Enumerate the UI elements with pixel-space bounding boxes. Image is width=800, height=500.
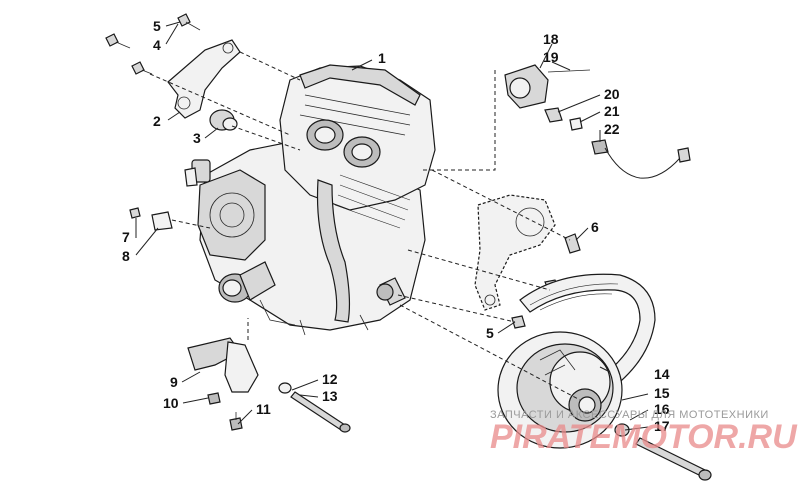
engine-assembly — [184, 64, 436, 336]
callout-20: 20 — [604, 86, 620, 102]
callout-22: 22 — [604, 121, 620, 137]
engine-mount-bracket-upper — [167, 39, 241, 119]
spacer-bushing — [209, 109, 238, 131]
callout-16: 16 — [654, 401, 670, 417]
callout-6: 6 — [591, 219, 599, 235]
callout-17: 17 — [654, 418, 670, 434]
watermark-logo: PIRATEMOTOR.RU — [490, 418, 798, 456]
callout-2: 2 — [153, 113, 161, 129]
callout-5-bottom: 5 — [486, 325, 494, 341]
callout-11: 11 — [256, 401, 271, 417]
callout-14: 14 — [654, 366, 670, 382]
watermark-tagline: ЗАПЧАСТИ И АКСЕССУАРЫ ДЛЯ МОТОТЕХНИКИ — [490, 409, 769, 421]
callout-7: 7 — [122, 229, 130, 245]
callout-15: 15 — [654, 385, 670, 401]
callout-labels: 1 2 3 4 5 5 6 7 8 9 10 11 12 13 14 15 16… — [122, 18, 670, 434]
watermark: ЗАПЧАСТИ И АКСЕССУАРЫ ДЛЯ МОТОТЕХНИКИ PI… — [490, 409, 798, 456]
callout-8: 8 — [122, 248, 130, 264]
callout-19: 19 — [543, 49, 559, 65]
callout-18: 18 — [543, 31, 559, 47]
engine-mount-bracket-lower — [187, 337, 259, 431]
callout-9: 9 — [170, 374, 178, 390]
callout-3: 3 — [193, 130, 201, 146]
callout-5-top: 5 — [153, 18, 161, 34]
callout-13: 13 — [322, 388, 338, 404]
sensor-assembly — [504, 64, 691, 179]
callout-1: 1 — [378, 50, 386, 66]
long-bolt-13 — [278, 382, 351, 433]
callout-4: 4 — [153, 37, 161, 53]
leader-lines — [135, 21, 649, 431]
callout-21: 21 — [604, 103, 620, 119]
callout-12: 12 — [322, 371, 338, 387]
callout-10: 10 — [163, 395, 179, 411]
hose-clamp — [129, 207, 173, 231]
bolt-group-top — [105, 13, 201, 75]
drive-clutch — [497, 331, 712, 481]
